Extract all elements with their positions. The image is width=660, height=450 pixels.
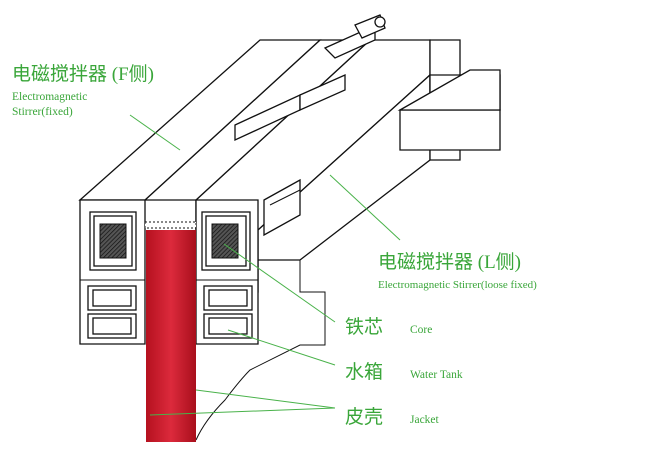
leader-jacket-a	[149, 407, 336, 416]
label-core-zh: 铁芯	[345, 316, 383, 338]
label-jacket-zh: 皮壳	[345, 406, 383, 428]
label-water-tank-zh: 水箱	[345, 361, 383, 383]
strand-body	[146, 230, 196, 442]
stirrer-fixed-housing	[78, 39, 322, 345]
channel-top	[143, 14, 386, 201]
label-stirrer-fixed-zh: 电磁搅拌器 (F侧)	[12, 63, 154, 85]
strand	[144, 221, 197, 442]
label-stirrer-loose-zh: 电磁搅拌器 (L侧)	[378, 251, 521, 273]
label-stirrer-loose-en: Electromagnetic Stirrer(loose fixed)	[378, 279, 537, 291]
leader-stirrer-loose	[329, 174, 401, 241]
leader-jacket-b	[195, 389, 336, 409]
leader-core	[223, 243, 336, 323]
label-jacket-en: Jacket	[410, 414, 440, 426]
label-core-en: Core	[410, 324, 432, 336]
leader-water-tank	[227, 329, 336, 366]
leader-stirrer-fixed	[129, 114, 181, 151]
label-stirrer-fixed-en2: Stirrer(fixed)	[12, 106, 73, 118]
core-left	[99, 223, 127, 259]
label-stirrer-fixed-en1: Electromagnetic	[12, 91, 87, 103]
core-right	[211, 223, 239, 259]
base-outline	[195, 260, 326, 441]
stirrer-loose-front	[195, 199, 259, 345]
label-water-tank-en: Water Tank	[410, 369, 463, 381]
